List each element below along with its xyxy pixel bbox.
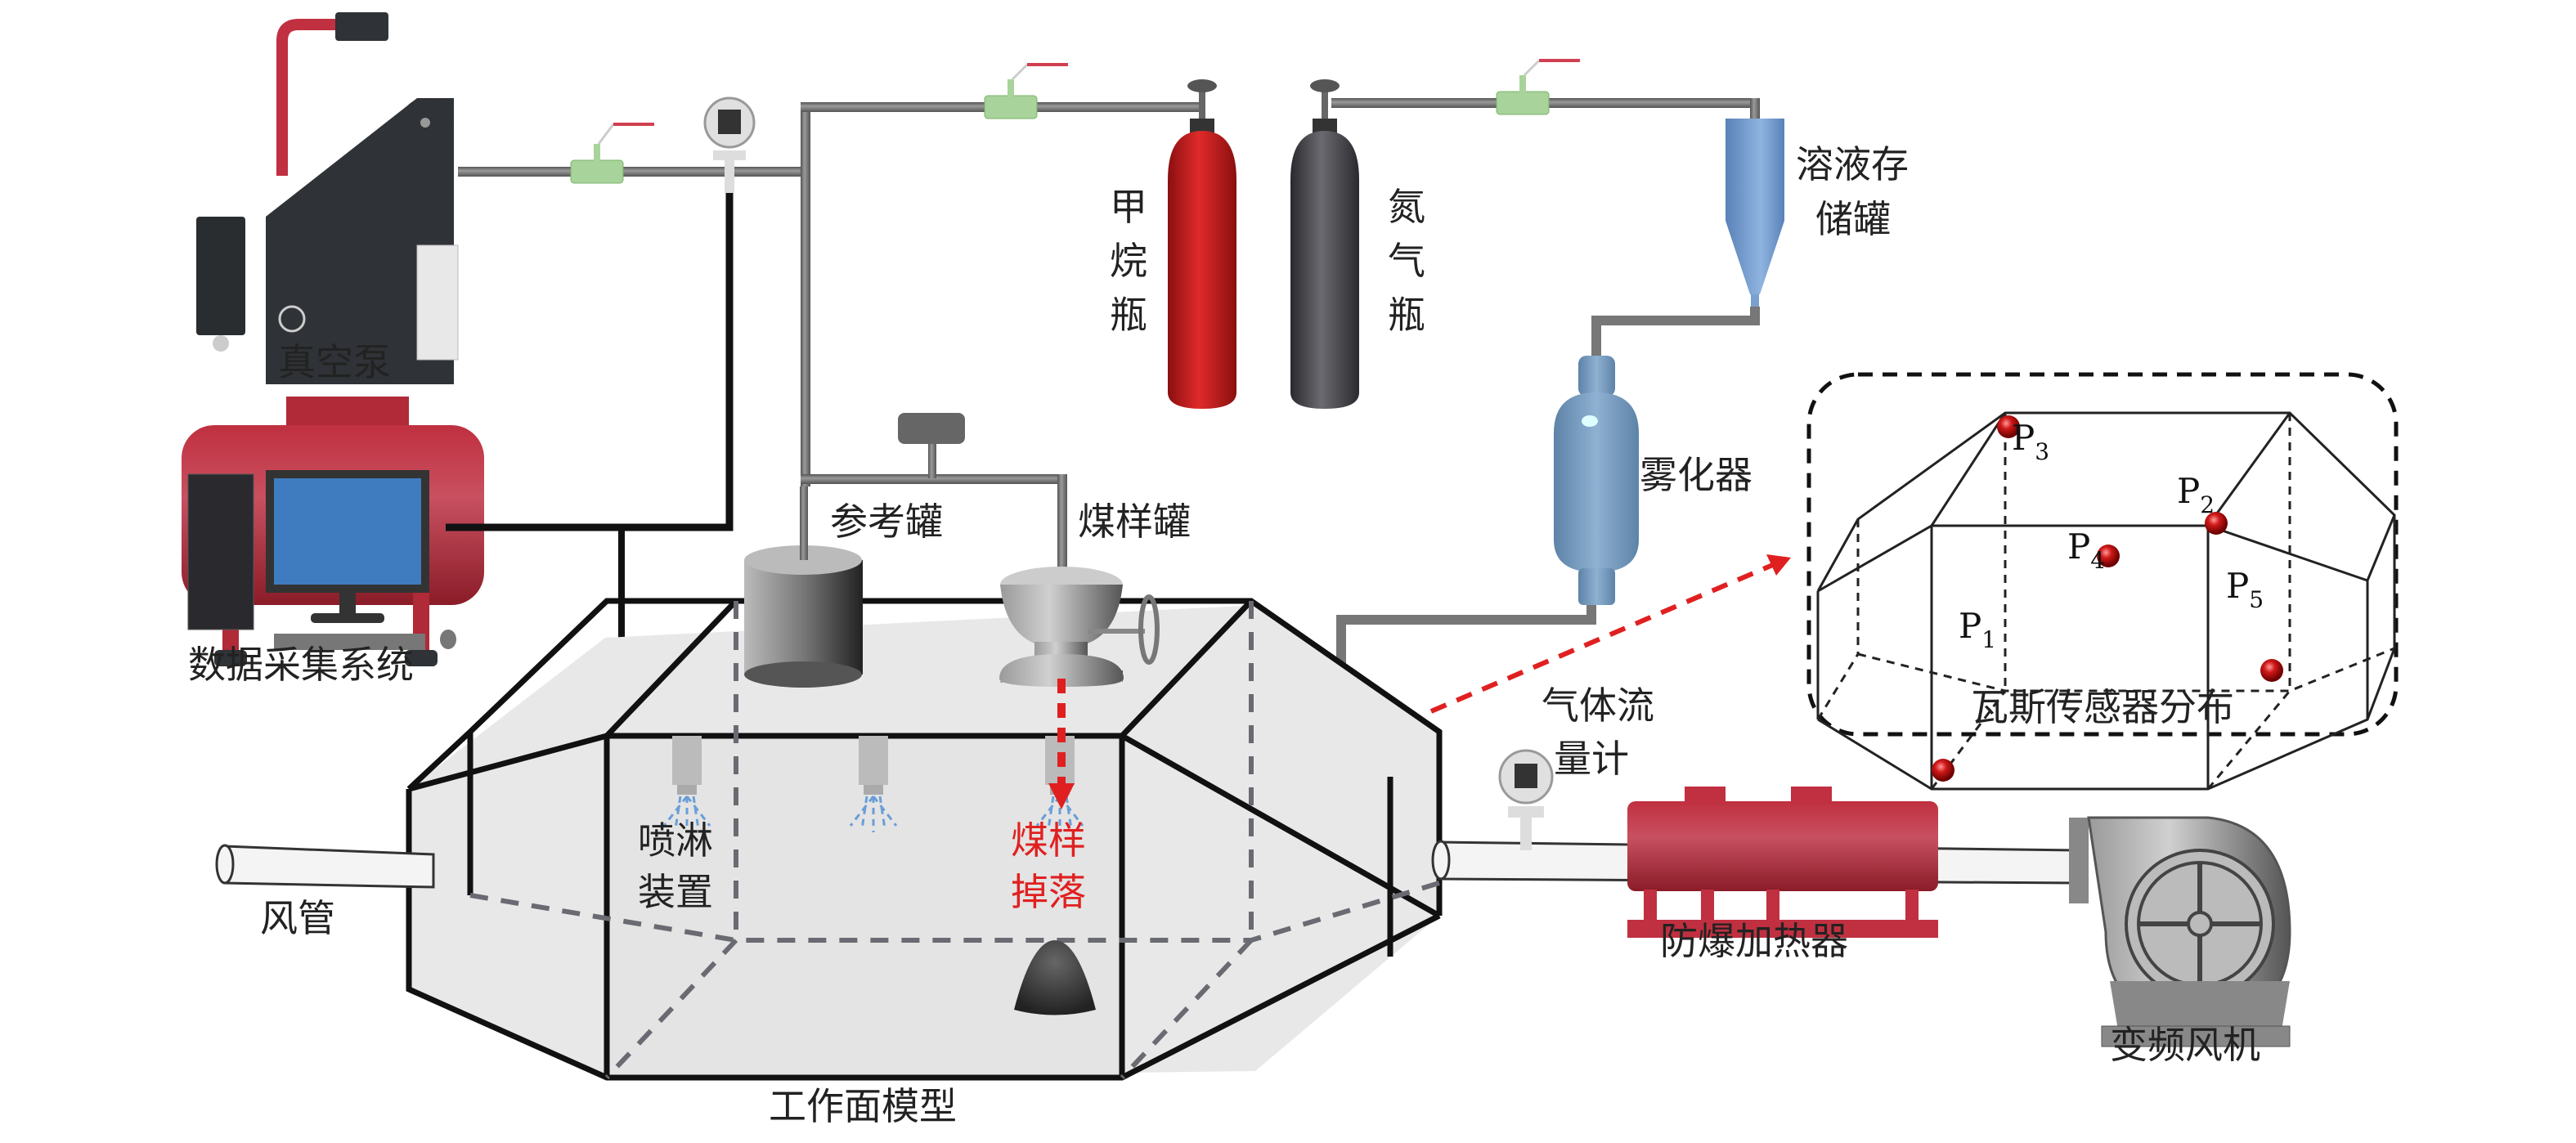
sensor-label-p4: P4 [2067,527,2106,574]
solution-tank-label-2: 储罐 [1815,197,1891,241]
sensor-p5 [2260,659,2283,682]
working-face-model-label: 工作面模型 [769,1084,957,1128]
sensor-p1 [1932,759,1954,782]
spray-device-label-1: 喷淋 [638,818,713,863]
heater-label: 防爆加热器 [1660,919,1848,963]
sensor-label-p2: P2 [2177,471,2215,518]
inset-pointer-arrow [1429,562,1776,714]
gas-flowmeter-label-1: 气体流 [1542,684,1654,728]
air-duct-inlet [215,844,435,889]
variable-frequency-fan [2069,816,2291,1047]
solution-storage-tank [1726,119,1784,309]
pipe-tank-header [801,474,1062,484]
nitrogen-cylinder-label: 氮气瓶 [1388,185,1425,337]
methane-cylinder [1168,79,1236,409]
pipe-pump [458,167,808,177]
coal-sample-tank [999,567,1160,687]
coal-falling-arrowhead [1048,783,1075,809]
sensor-p4 [2097,545,2120,567]
sensor-label-p1: P1 [1959,606,1997,653]
pressure-transmitter-icon [703,96,756,193]
solution-tank-label-1: 溶液存 [1796,142,1909,186]
sensor-p3 [1997,415,2020,438]
sensor-label-p3: P3 [2012,418,2050,465]
coal-falling-label-1: 煤样 [1011,818,1086,863]
nitrogen-cylinder [1290,79,1359,409]
methane-cylinder-label: 甲烷瓶 [1110,185,1147,337]
reference-tank [744,486,863,688]
ball-valve-1 [570,123,654,184]
air-duct-label: 风管 [260,896,335,940]
reference-tank-label: 参考罐 [830,500,943,544]
fan-label: 变频风机 [2110,1023,2260,1067]
sensor-label-p5: P5 [2226,566,2264,613]
data-acquisition-computer [187,470,456,650]
atomizer [1554,356,1639,605]
sensor-p2 [2205,512,2228,535]
pipe-solution [1591,307,1760,360]
working-face-model [406,598,1443,1081]
atomizer-label: 雾化器 [1640,453,1752,497]
ball-valve-3 [1496,59,1580,115]
data-cable [446,193,734,531]
coal-pile [1014,940,1096,1015]
explosion-proof-heater [1627,787,1938,938]
pipe-main-vertical [801,102,810,486]
sensor-inset [1806,372,2399,791]
coal-sample-tank-label: 煤样罐 [1078,500,1191,544]
gas-flowmeter-label-2: 量计 [1554,737,1629,781]
inset-title: 瓦斯传感器分布 [1971,685,2234,729]
header-valve-knob [898,413,965,444]
vacuum-pump-label: 真空泵 [278,340,391,384]
data-acquisition-label: 数据采集系统 [188,643,414,687]
gas-flowmeter-icon [1498,749,1554,850]
ball-valve-2 [984,63,1068,119]
coal-falling-label-2: 掉落 [1011,870,1086,914]
spray-device-label-2: 装置 [638,870,713,914]
